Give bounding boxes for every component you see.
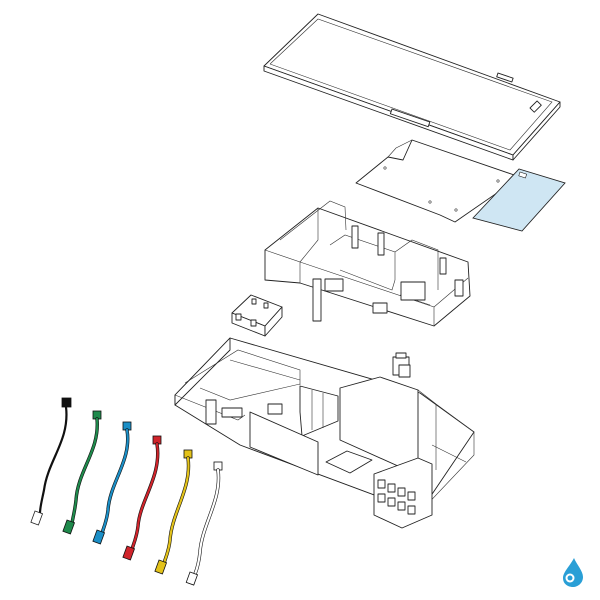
fan-motor-connector [392, 352, 411, 378]
sensor-cable-yellow [154, 449, 193, 575]
sensor-cable-green [62, 410, 102, 535]
top-cover-panel [263, 13, 561, 161]
terminal-strip [377, 479, 416, 515]
base-chassis-pcb-tray [174, 337, 475, 529]
sensor-cable-cyan [92, 421, 132, 545]
small-terminal-block [231, 294, 283, 337]
inner-plate [355, 139, 521, 223]
sensor-cable-black [30, 397, 72, 526]
blue-insulation-pad [472, 168, 566, 232]
upper-frame-assembly [264, 200, 471, 327]
sensor-cable-red [122, 435, 162, 561]
sensor-cable-white [185, 461, 223, 586]
water-drop-logo [563, 558, 583, 587]
